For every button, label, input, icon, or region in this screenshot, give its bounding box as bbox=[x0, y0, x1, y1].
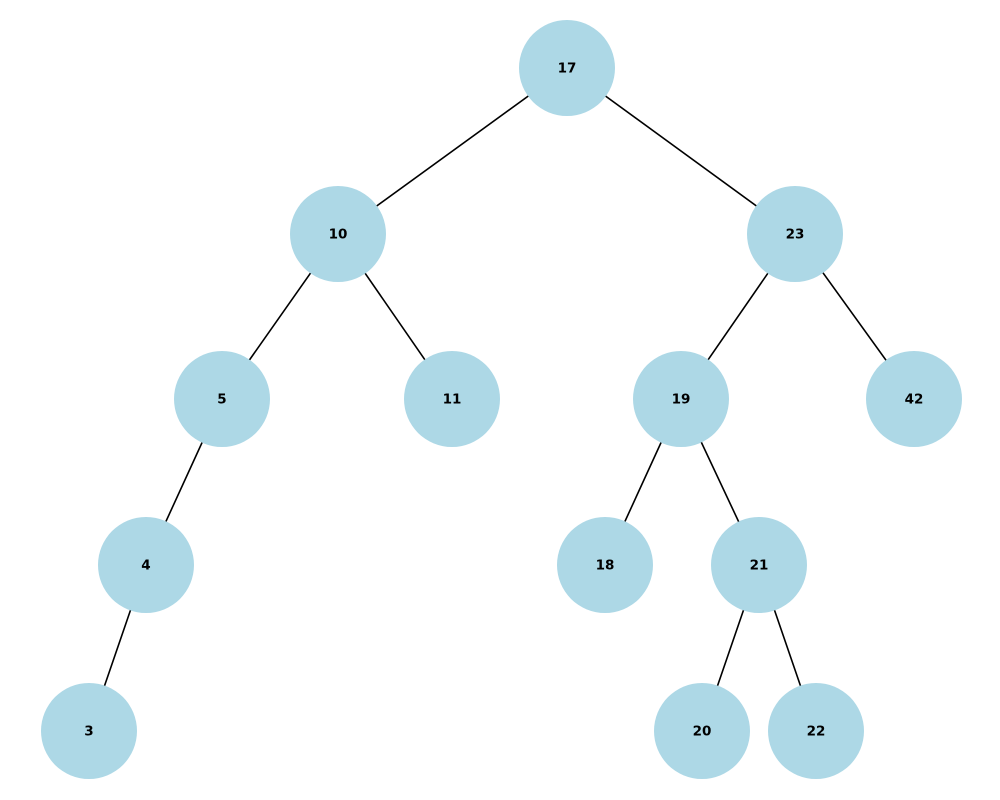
tree-node-42[interactable]: 42 bbox=[866, 351, 962, 447]
tree-node-label-11: 11 bbox=[443, 392, 462, 408]
tree-node-20[interactable]: 20 bbox=[654, 683, 750, 779]
tree-node-19[interactable]: 19 bbox=[633, 351, 729, 447]
tree-node-22[interactable]: 22 bbox=[768, 683, 864, 779]
tree-node-10[interactable]: 10 bbox=[290, 186, 386, 282]
tree-node-18[interactable]: 18 bbox=[557, 517, 653, 613]
tree-node-circle-10[interactable] bbox=[290, 186, 386, 282]
tree-node-circle-22[interactable] bbox=[768, 683, 864, 779]
tree-node-17[interactable]: 17 bbox=[519, 20, 615, 116]
tree-node-circle-21[interactable] bbox=[711, 517, 807, 613]
tree-node-label-22: 22 bbox=[807, 724, 826, 740]
tree-node-label-5: 5 bbox=[217, 392, 226, 408]
tree-node-label-4: 4 bbox=[141, 558, 150, 574]
tree-node-label-42: 42 bbox=[905, 392, 924, 408]
tree-node-label-3: 3 bbox=[84, 724, 93, 740]
tree-node-circle-4[interactable] bbox=[98, 517, 194, 613]
tree-node-circle-18[interactable] bbox=[557, 517, 653, 613]
tree-node-21[interactable]: 21 bbox=[711, 517, 807, 613]
tree-node-3[interactable]: 3 bbox=[41, 683, 137, 779]
tree-node-4[interactable]: 4 bbox=[98, 517, 194, 613]
node-layer: 17 10 23 5 11 19 42 4 18 21 3 20 22 bbox=[41, 20, 962, 779]
tree-node-circle-3[interactable] bbox=[41, 683, 137, 779]
tree-node-label-17: 17 bbox=[558, 61, 577, 77]
tree-node-circle-23[interactable] bbox=[747, 186, 843, 282]
tree-node-circle-11[interactable] bbox=[404, 351, 500, 447]
tree-node-circle-17[interactable] bbox=[519, 20, 615, 116]
tree-node-label-21: 21 bbox=[750, 558, 769, 574]
tree-node-label-19: 19 bbox=[672, 392, 691, 408]
tree-node-23[interactable]: 23 bbox=[747, 186, 843, 282]
tree-node-label-18: 18 bbox=[596, 558, 615, 574]
tree-node-label-23: 23 bbox=[786, 227, 805, 243]
tree-node-circle-5[interactable] bbox=[174, 351, 270, 447]
tree-node-label-20: 20 bbox=[693, 724, 712, 740]
tree-node-circle-42[interactable] bbox=[866, 351, 962, 447]
tree-node-circle-20[interactable] bbox=[654, 683, 750, 779]
tree-node-circle-19[interactable] bbox=[633, 351, 729, 447]
tree-node-5[interactable]: 5 bbox=[174, 351, 270, 447]
tree-node-label-10: 10 bbox=[329, 227, 348, 243]
tree-node-11[interactable]: 11 bbox=[404, 351, 500, 447]
